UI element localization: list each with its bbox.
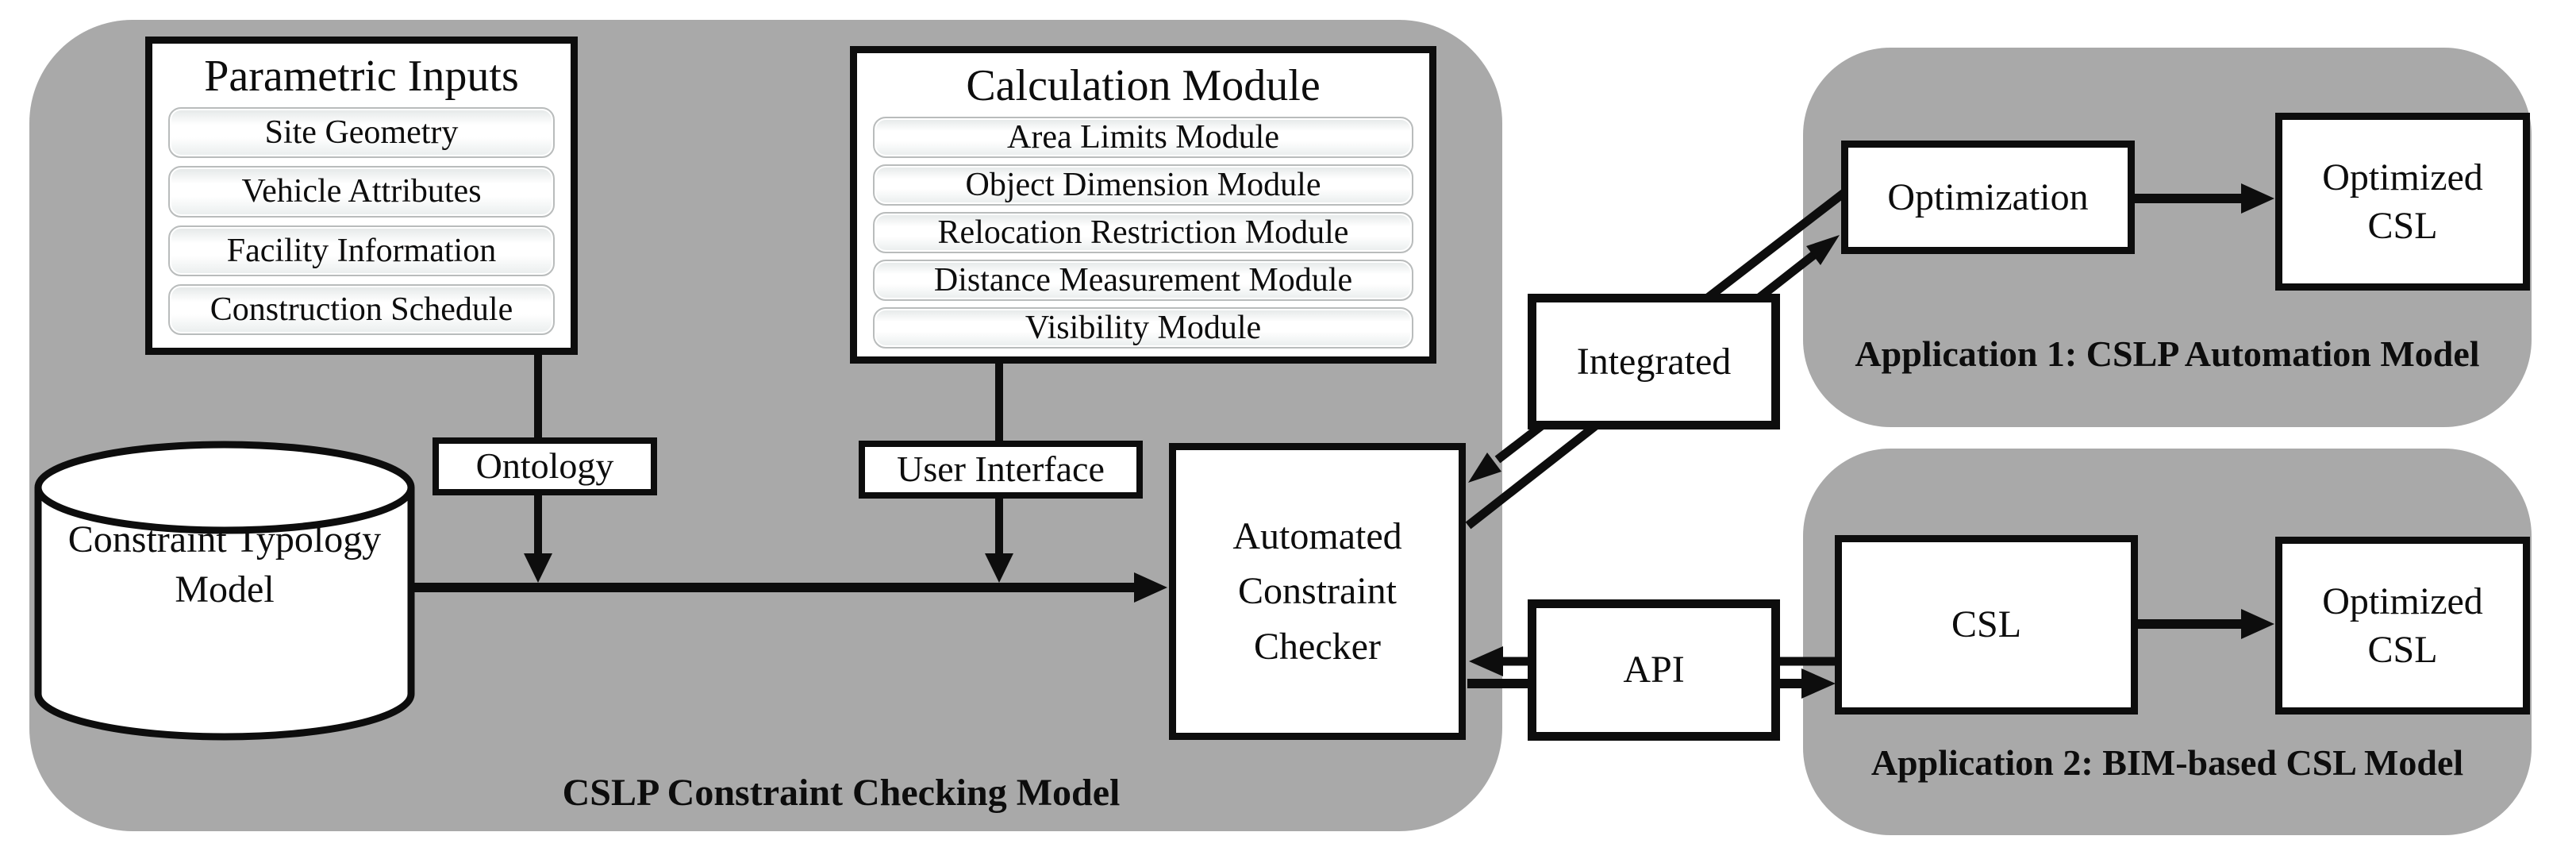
- optimized-csl-label-line: CSL: [2367, 205, 2438, 247]
- item-object-dimension-module: Object Dimension Module: [873, 164, 1413, 206]
- item-facility-information: Facility Information: [168, 225, 555, 276]
- item-construction-schedule: Construction Schedule: [168, 283, 555, 335]
- calculation-module-panel: Calculation Module Area Limits Module Ob…: [850, 46, 1436, 364]
- cylinder-label-line: Typology: [235, 518, 382, 560]
- optimized-csl-label-line: Optimized: [2322, 580, 2483, 622]
- ontology-label: Ontology: [475, 445, 614, 487]
- application-1-caption-line2: CSLP Automation Model: [2086, 333, 2480, 374]
- optimized-csl-label-line: CSL: [2367, 629, 2438, 671]
- optimized-csl-box-app2: Optimized CSL: [2275, 537, 2530, 715]
- arrow-csl-to-optimized-csl: [2138, 609, 2274, 639]
- checker-label-line: Automated: [1232, 514, 1402, 557]
- item-distance-measurement-module: Distance Measurement Module: [873, 260, 1413, 301]
- application-2-caption: Application 2: BIM-based CSL Model: [1803, 742, 2532, 784]
- optimization-label: Optimization: [1887, 175, 2089, 218]
- automated-constraint-checker-box: Automated Constraint Checker: [1169, 443, 1466, 740]
- application-2-caption-line2: BIM-based CSL Model: [2102, 742, 2464, 783]
- cylinder-label-line: Constraint: [67, 518, 227, 560]
- api-label: API: [1623, 649, 1685, 691]
- item-relocation-restriction-module: Relocation Restriction Module: [873, 212, 1413, 253]
- constraint-typology-cylinder: [34, 441, 415, 741]
- optimization-box: Optimization: [1841, 141, 2135, 254]
- user-interface-box: User Interface: [859, 441, 1143, 499]
- optimized-csl-label-line: Optimized: [2322, 156, 2483, 198]
- item-site-geometry: Site Geometry: [168, 107, 555, 159]
- calculation-module-items: Area Limits Module Object Dimension Modu…: [873, 114, 1413, 349]
- checker-label-line: Checker: [1254, 625, 1381, 668]
- item-visibility-module: Visibility Module: [873, 307, 1413, 349]
- parametric-inputs-panel: Parametric Inputs Site Geometry Vehicle …: [145, 37, 578, 355]
- calculation-module-title: Calculation Module: [966, 61, 1321, 110]
- arrow-typology-to-checker-bus: [389, 572, 1167, 603]
- arrow-user-interface-to-bus: [985, 495, 1013, 583]
- arrow-ontology-to-bus: [524, 492, 552, 583]
- arrow-optimization-to-optimized-csl: [2135, 183, 2274, 214]
- parametric-inputs-title: Parametric Inputs: [204, 52, 519, 101]
- item-vehicle-attributes: Vehicle Attributes: [168, 166, 555, 218]
- application-1-caption: Application 1: CSLP Automation Model: [1803, 333, 2532, 375]
- item-area-limits-module: Area Limits Module: [873, 117, 1413, 158]
- optimized-csl-box-app1: Optimized CSL: [2275, 113, 2530, 291]
- ontology-box: Ontology: [433, 437, 657, 495]
- user-interface-label: User Interface: [897, 449, 1105, 490]
- csl-box: CSL: [1835, 535, 2138, 715]
- application-1-caption-line1: Application 1:: [1855, 333, 2078, 374]
- csl-label: CSL: [1951, 603, 2022, 646]
- cslp-model-caption: CSLP Constraint Checking Model: [48, 772, 1635, 815]
- cslp-model-caption-text: CSLP Constraint Checking Model: [562, 772, 1121, 814]
- checker-label-line: Constraint: [1238, 570, 1397, 613]
- integrated-box: Integrated: [1528, 294, 1780, 429]
- api-box: API: [1528, 599, 1780, 741]
- constraint-typology-model-label: Constraint Typology Model: [33, 514, 416, 615]
- parametric-inputs-items: Site Geometry Vehicle Attributes Facilit…: [168, 104, 555, 335]
- integrated-label: Integrated: [1576, 340, 1732, 383]
- cylinder-label-line: Model: [175, 568, 275, 611]
- application-2-caption-line1: Application 2:: [1870, 742, 2093, 783]
